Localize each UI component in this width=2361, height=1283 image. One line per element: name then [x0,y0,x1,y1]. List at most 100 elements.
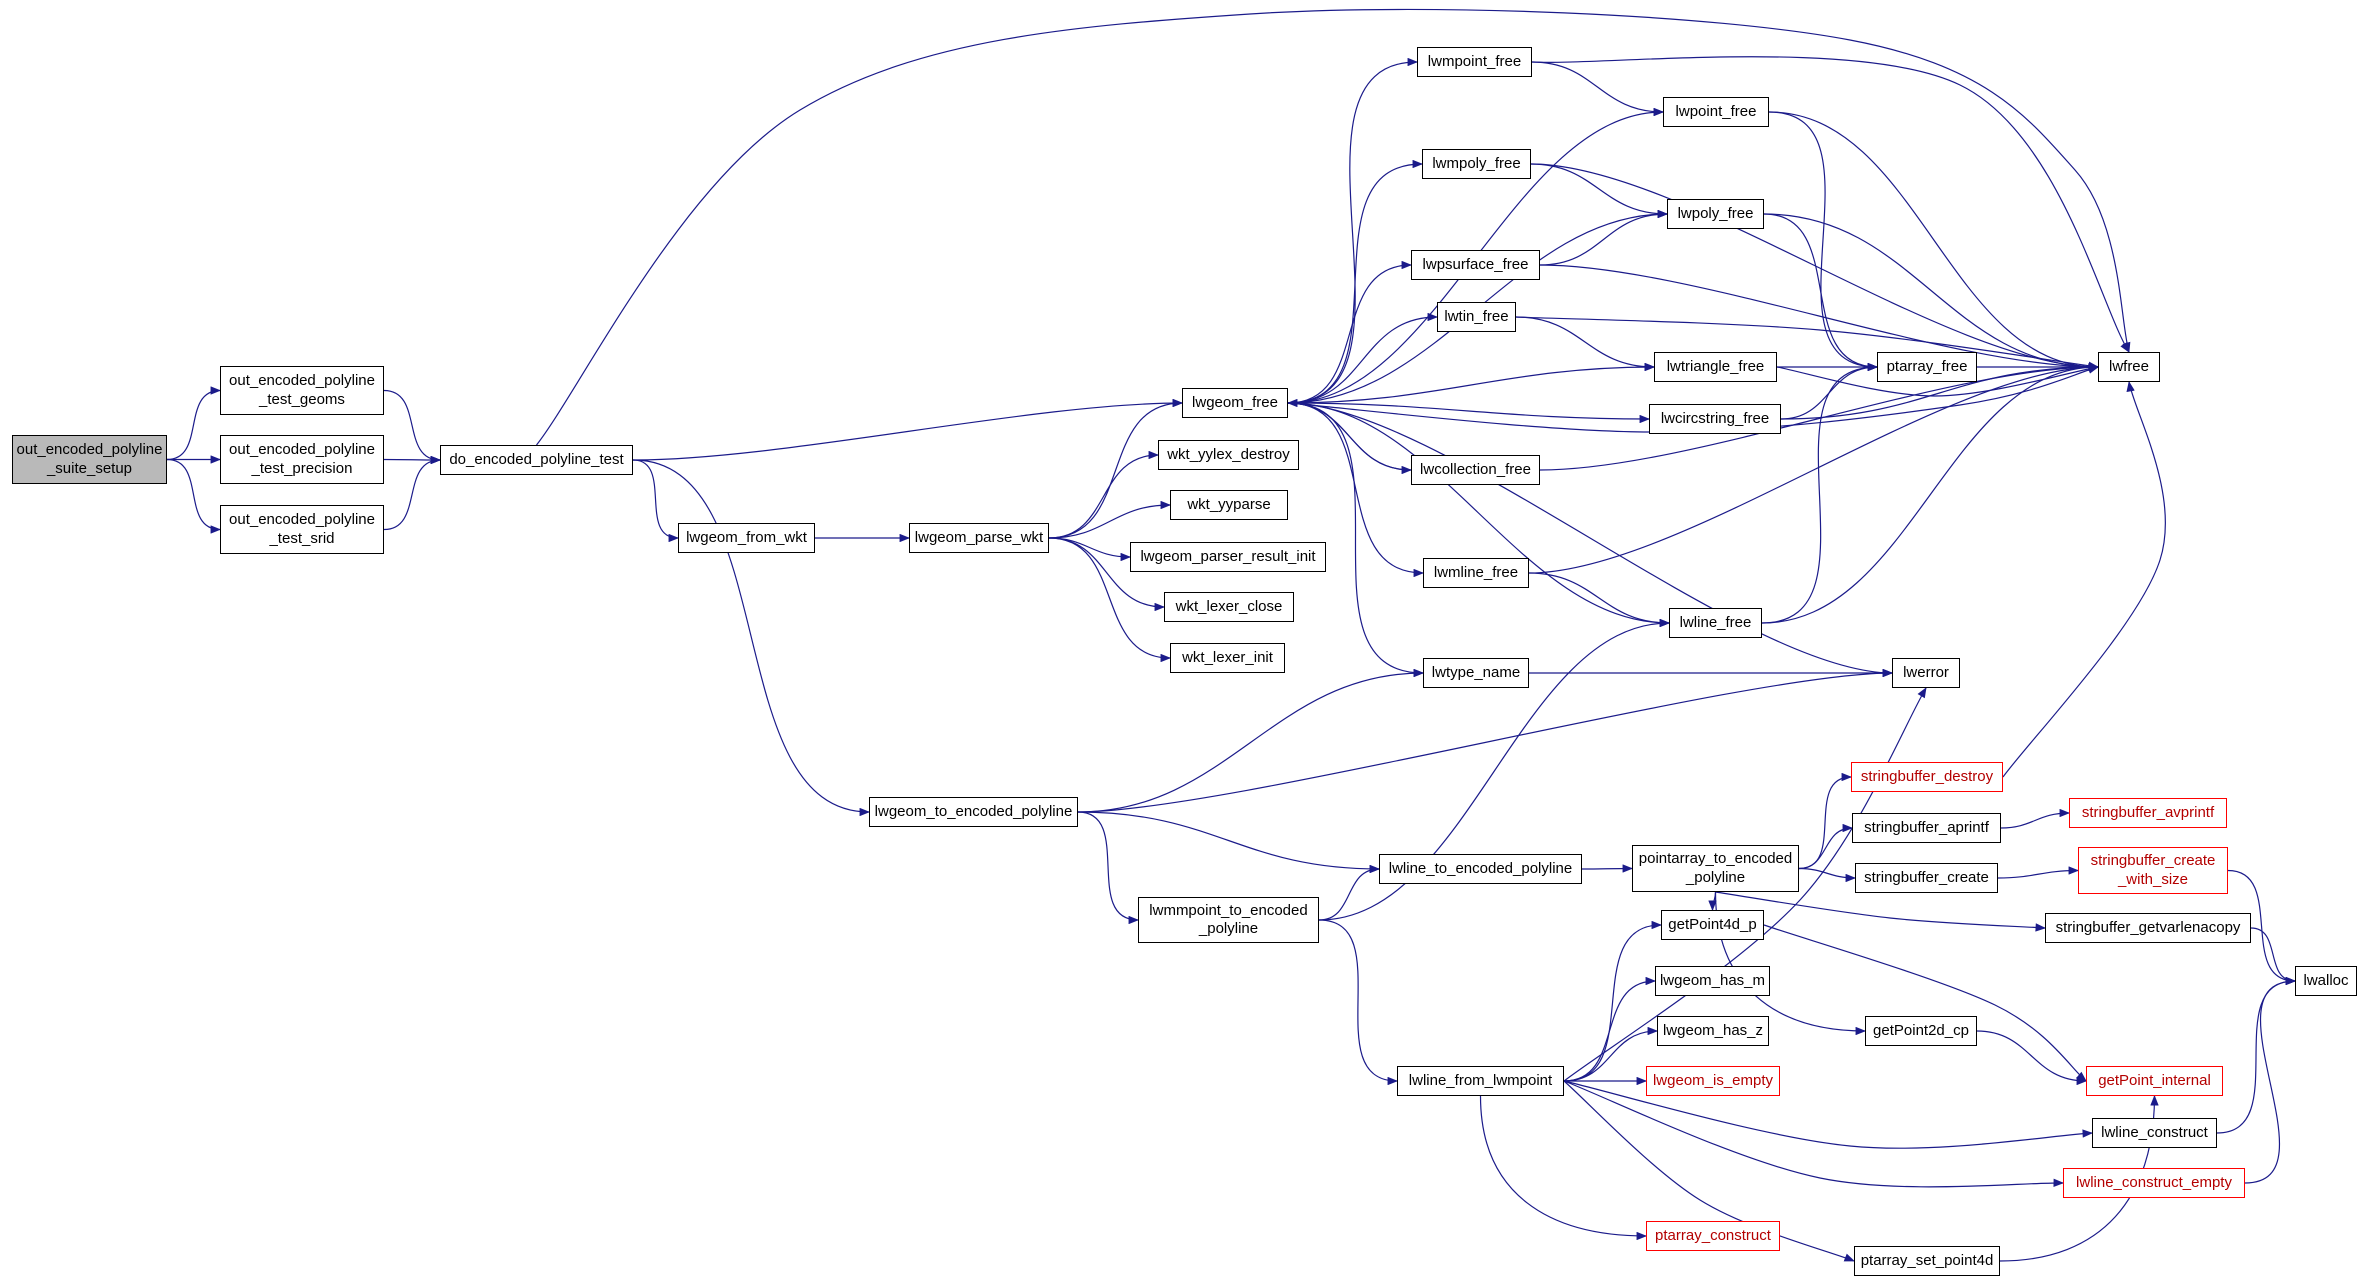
node-lwpoint_free[interactable]: lwpoint_free [1663,97,1769,127]
edge-lwline_from_lwmpoint-getPoint4d_p [1563,920,1663,1082]
node-label: lwgeom_parser_result_init [1140,547,1316,565]
edge-lwmmpoint_to_encoded_polyline-lwline_to_encoded_polyline [1318,864,1381,921]
node-pointarray_to_encoded_polyline[interactable]: pointarray_to_encoded_polyline [1632,845,1799,892]
node-label: _with_size [2117,870,2189,888]
node-ptarray_free[interactable]: ptarray_free [1877,352,1977,382]
node-label: getPoint_internal [2098,1071,2211,1089]
node-getPoint2d_cp[interactable]: getPoint2d_cp [1865,1016,1977,1046]
node-label: lwtype_name [1431,663,1521,681]
node-stringbuffer_avprintf[interactable]: stringbuffer_avprintf [2069,798,2227,828]
node-lwgeom_parse_wkt[interactable]: lwgeom_parse_wkt [909,523,1049,553]
edge-lwgeom_parse_wkt-wkt_yyparse [1048,500,1172,539]
node-suite_setup[interactable]: out_encoded_polyline_suite_setup [12,435,167,484]
edge-lwline_construct-lwalloc [2216,976,2297,1134]
edge-lwmpoint_free-lwfree [1531,56,2130,353]
node-lwgeom_parser_result_init[interactable]: lwgeom_parser_result_init [1130,542,1326,572]
node-test_srid[interactable]: out_encoded_polyline_test_srid [220,505,384,554]
node-lwtin_free[interactable]: lwtin_free [1437,302,1516,332]
node-test_geoms[interactable]: out_encoded_polyline_test_geoms [220,366,384,415]
node-lwgeom_is_empty[interactable]: lwgeom_is_empty [1646,1066,1780,1096]
edge-lwcircstring_free-lwfree [1780,362,2100,420]
node-stringbuffer_destroy[interactable]: stringbuffer_destroy [1851,762,2003,792]
node-label: _polyline [1198,920,1259,937]
edge-lwmpoly_free-lwpoly_free [1530,163,1669,219]
node-label: lwpoly_free [1677,204,1754,222]
node-label: lwgeom_to_encoded_polyline [874,802,1073,820]
node-lwgeom_has_m[interactable]: lwgeom_has_m [1655,966,1770,996]
node-lwtriangle_free[interactable]: lwtriangle_free [1654,352,1777,382]
node-lwmline_free[interactable]: lwmline_free [1423,558,1529,588]
node-label: lwpoint_free [1675,102,1757,120]
edge-lwline_from_lwmpoint-lwgeom_has_z [1563,1026,1659,1082]
edge-lwgeom_to_encoded_polyline-lwmmpoint_to_encoded_polyline [1077,811,1140,925]
node-ptarray_set_point4d[interactable]: ptarray_set_point4d [1854,1246,2000,1276]
node-label: lwline_to_encoded_polyline [1388,859,1573,877]
node-label: lwline_construct_empty [2076,1173,2232,1191]
edge-lwline_construct_empty-lwalloc [2244,976,2297,1184]
node-stringbuffer_create_with_size[interactable]: stringbuffer_create_with_size [2078,847,2228,894]
node-label: ptarray_free [1886,357,1968,375]
edge-stringbuffer_create_with_size-lwalloc [2227,869,2297,986]
node-wkt_lexer_close[interactable]: wkt_lexer_close [1164,592,1294,622]
edge-lwgeom_free-lwcircstring_free [1287,402,1651,424]
node-lwmpoint_free[interactable]: lwmpoint_free [1417,47,1532,77]
edge-getPoint2d_cp-getPoint_internal [1976,1030,2088,1086]
node-lwline_free[interactable]: lwline_free [1669,608,1762,638]
node-label: lwcollection_free [1420,460,1531,478]
node-lwline_construct_empty[interactable]: lwline_construct_empty [2063,1168,2245,1198]
edge-lwgeom_to_encoded_polyline-lwerror [1077,668,1894,813]
node-lwgeom_free[interactable]: lwgeom_free [1182,388,1288,418]
node-lwmpoly_free[interactable]: lwmpoly_free [1422,149,1531,179]
edge-lwgeom_parse_wkt-wkt_lexer_init [1048,537,1172,663]
edge-lwline_free-ptarray_free [1761,362,1879,624]
node-lwpoly_free[interactable]: lwpoly_free [1667,199,1764,229]
node-wkt_yyparse[interactable]: wkt_yyparse [1170,490,1288,520]
node-label: lwgeom_parse_wkt [914,528,1044,546]
node-lwfree[interactable]: lwfree [2098,352,2160,382]
node-wkt_lexer_init[interactable]: wkt_lexer_init [1170,643,1285,673]
node-label: lwmline_free [1433,563,1519,581]
node-stringbuffer_getvarlenacopy[interactable]: stringbuffer_getvarlenacopy [2045,913,2251,943]
node-label: lwline_construct [2101,1123,2208,1141]
node-lwline_to_encoded_polyline[interactable]: lwline_to_encoded_polyline [1379,854,1582,884]
edge-pointarray_to_encoded_polyline-stringbuffer_getvarlenacopy [1715,891,2047,932]
node-label: getPoint4d_p [1668,915,1757,933]
node-stringbuffer_aprintf[interactable]: stringbuffer_aprintf [1852,813,2001,843]
node-label: stringbuffer_getvarlenacopy [2055,918,2241,936]
node-label: do_encoded_polyline_test [449,450,624,468]
edge-lwgeom_free-lwmline_free [1287,402,1425,578]
node-label: lwgeom_from_wkt [686,528,807,546]
edge-lwgeom_free-lwmpoint_free [1287,57,1419,404]
node-label: _suite_setup [46,459,133,477]
node-label: lwgeom_is_empty [1652,1071,1774,1089]
node-ptarray_construct[interactable]: ptarray_construct [1646,1221,1780,1251]
node-lwgeom_has_z[interactable]: lwgeom_has_z [1657,1016,1769,1046]
node-lwgeom_from_wkt[interactable]: lwgeom_from_wkt [678,523,815,553]
node-lwcircstring_free[interactable]: lwcircstring_free [1649,404,1781,434]
node-lwline_construct[interactable]: lwline_construct [2092,1118,2217,1148]
node-test_precision[interactable]: out_encoded_polyline_test_precision [220,435,384,484]
node-label: lwline_from_lwmpoint [1408,1071,1553,1089]
node-label: out_encoded_polyline [16,441,163,459]
edge-do_test-lwgeom_free [632,398,1184,461]
node-label: lwtin_free [1444,307,1509,325]
edge-lwmmpoint_to_encoded_polyline-lwline_from_lwmpoint [1318,919,1399,1086]
node-wkt_yylex_destroy[interactable]: wkt_yylex_destroy [1158,440,1299,470]
node-lwmmpoint_to_encoded_polyline[interactable]: lwmmpoint_to_encoded_polyline [1138,897,1319,943]
node-lwpsurface_free[interactable]: lwpsurface_free [1411,250,1540,280]
edge-lwline_free-lwfree [1761,362,2100,624]
node-lwalloc[interactable]: lwalloc [2295,966,2357,996]
node-lwcollection_free[interactable]: lwcollection_free [1411,455,1540,485]
node-getPoint4d_p[interactable]: getPoint4d_p [1661,910,1764,940]
node-getPoint_internal[interactable]: getPoint_internal [2086,1066,2223,1096]
node-lwtype_name[interactable]: lwtype_name [1423,658,1529,688]
edge-lwpsurface_free-lwfree [1539,264,2100,372]
node-lwerror[interactable]: lwerror [1892,658,1960,688]
edge-getPoint4d_p-getPoint_internal [1763,924,2087,1082]
node-do_test[interactable]: do_encoded_polyline_test [440,445,633,475]
edge-lwline_from_lwmpoint-ptarray_set_point4d [1563,1080,1855,1262]
edge-do_test-lwgeom_to_encoded_polyline [632,459,871,817]
node-stringbuffer_create[interactable]: stringbuffer_create [1855,863,1998,893]
node-lwline_from_lwmpoint[interactable]: lwline_from_lwmpoint [1397,1066,1564,1096]
node-lwgeom_to_encoded_polyline[interactable]: lwgeom_to_encoded_polyline [869,797,1078,827]
